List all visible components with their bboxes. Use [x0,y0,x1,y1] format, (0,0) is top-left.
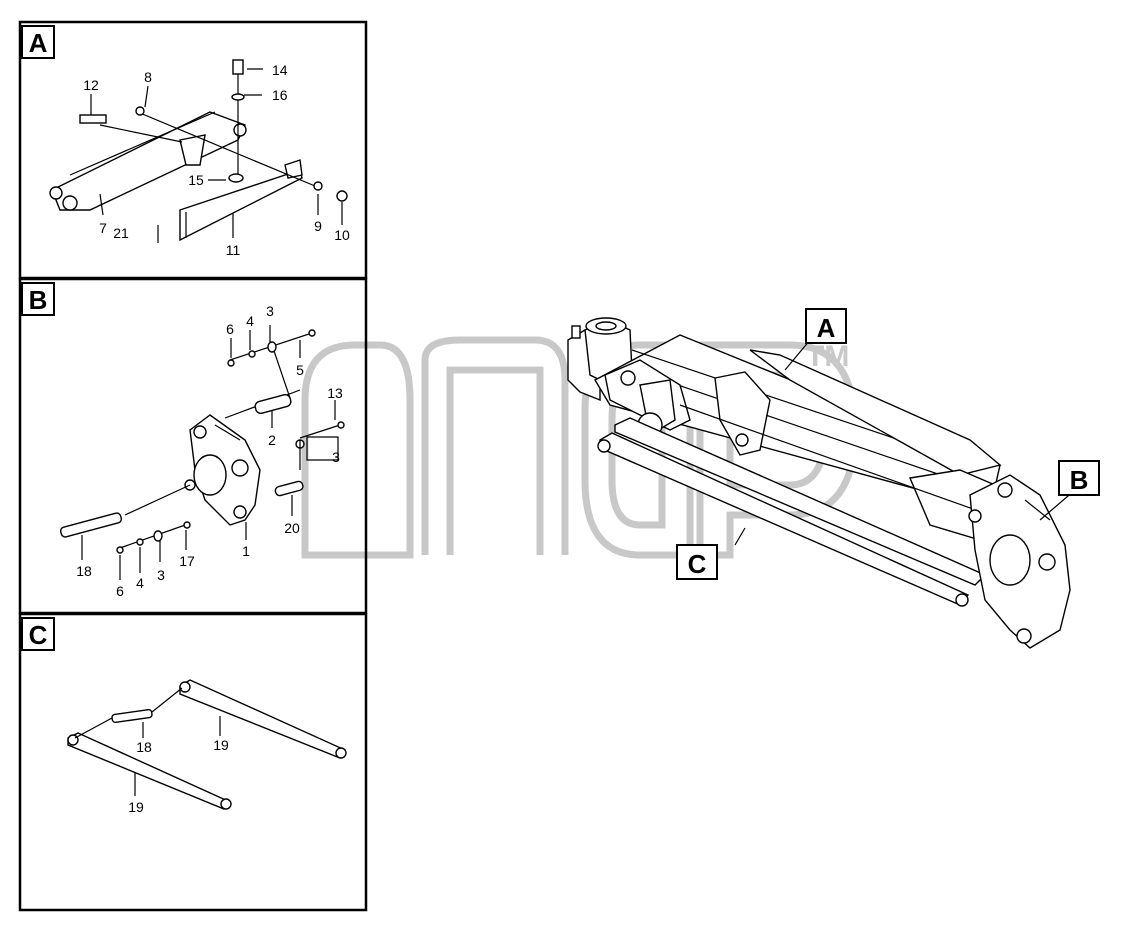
panel-b-pin-20 [274,480,304,497]
panel-a-callout-12: 12 [83,77,99,93]
panel-b: B 6 4 3 5 [18,277,368,615]
panel-b-callout-18: 18 [76,563,92,579]
main-view-label-a: A [817,313,836,343]
panel-b-callout-13: 13 [327,385,343,401]
panel-b-callout-4-bottom: 4 [136,575,144,591]
panel-b-callout-4-top: 4 [246,313,254,329]
panel-b-callout-2: 2 [268,432,276,448]
panel-a-callout-10: 10 [334,227,350,243]
panel-c-callout-19-upper: 19 [213,737,229,753]
panel-a-callout-14: 14 [272,62,288,78]
main-view-label-c: C [688,549,707,579]
panel-b-callout-5: 5 [296,362,304,378]
panel-c: C 18 19 19 [18,612,368,912]
panel-b-end-bracket [184,414,261,526]
panel-c-pin-18 [111,708,153,724]
panel-a-pin [79,114,107,124]
panel-a-callout-16: 16 [272,87,288,103]
panel-a-callout-15: 15 [188,172,204,188]
panel-c-callout-19-lower: 19 [128,799,144,815]
panel-b-label: B [29,285,48,315]
boom-link-rods [597,404,991,607]
panel-a-cover-plate [179,159,303,242]
panel-b-callout-3-top: 3 [266,303,274,319]
panel-a-callout-7: 7 [99,220,107,236]
panel-a-callout-11: 11 [226,242,241,258]
panel-a-callout-21: 21 [113,225,129,241]
panel-a: A 12 8 14 16 15 [18,20,368,280]
panel-c-label: C [29,620,48,650]
main-view-label-b: B [1070,465,1089,495]
panel-c-link-rod-lower [67,732,232,810]
panel-b-callout-3-bottom: 3 [157,567,165,583]
panel-b-callout-20: 20 [284,520,300,536]
panel-a-callout-9: 9 [314,218,322,234]
panel-c-link-rod-upper [179,679,347,759]
panel-b-callout-6-bottom: 6 [116,583,124,599]
watermark-tm: TM [806,340,849,373]
panel-a-boom-arm [49,111,247,211]
boom-body [594,334,1002,541]
main-assembly-view: A B C [567,308,1100,649]
panel-b-callout-6-top: 6 [226,321,234,337]
boom-end-bracket [968,474,1071,649]
panel-b-callout-17: 17 [179,553,195,569]
panel-b-callout-3-right: 3 [332,449,340,465]
panel-a-label: A [29,28,48,58]
panel-b-callout-1: 1 [242,543,250,559]
panel-b-pin-2 [254,393,292,415]
panel-a-callout-8: 8 [144,69,152,85]
panel-b-pin-18 [59,512,123,538]
panel-c-callout-18: 18 [136,739,152,755]
panel-a-bolt [232,59,244,75]
